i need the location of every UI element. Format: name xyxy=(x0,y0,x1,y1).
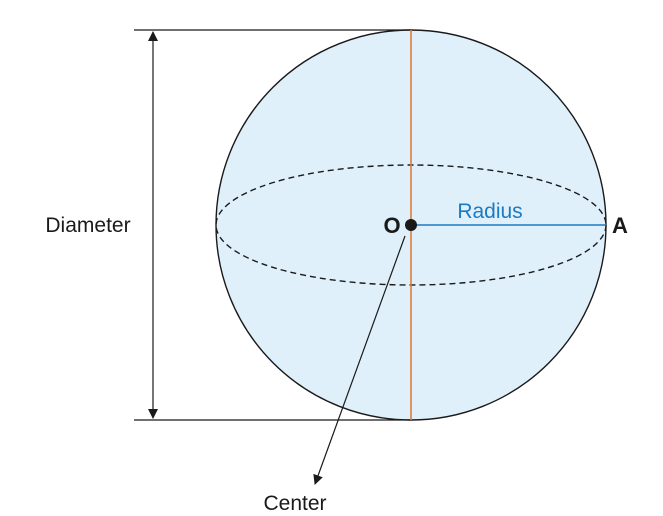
point-o-label: O xyxy=(383,213,400,238)
radius-label: Radius xyxy=(457,200,522,223)
center-pointer-arrow xyxy=(313,235,406,485)
center-point xyxy=(405,219,417,231)
center-label: Center xyxy=(263,492,326,515)
point-a-label: A xyxy=(612,213,628,238)
diameter-label: Diameter xyxy=(45,214,130,237)
